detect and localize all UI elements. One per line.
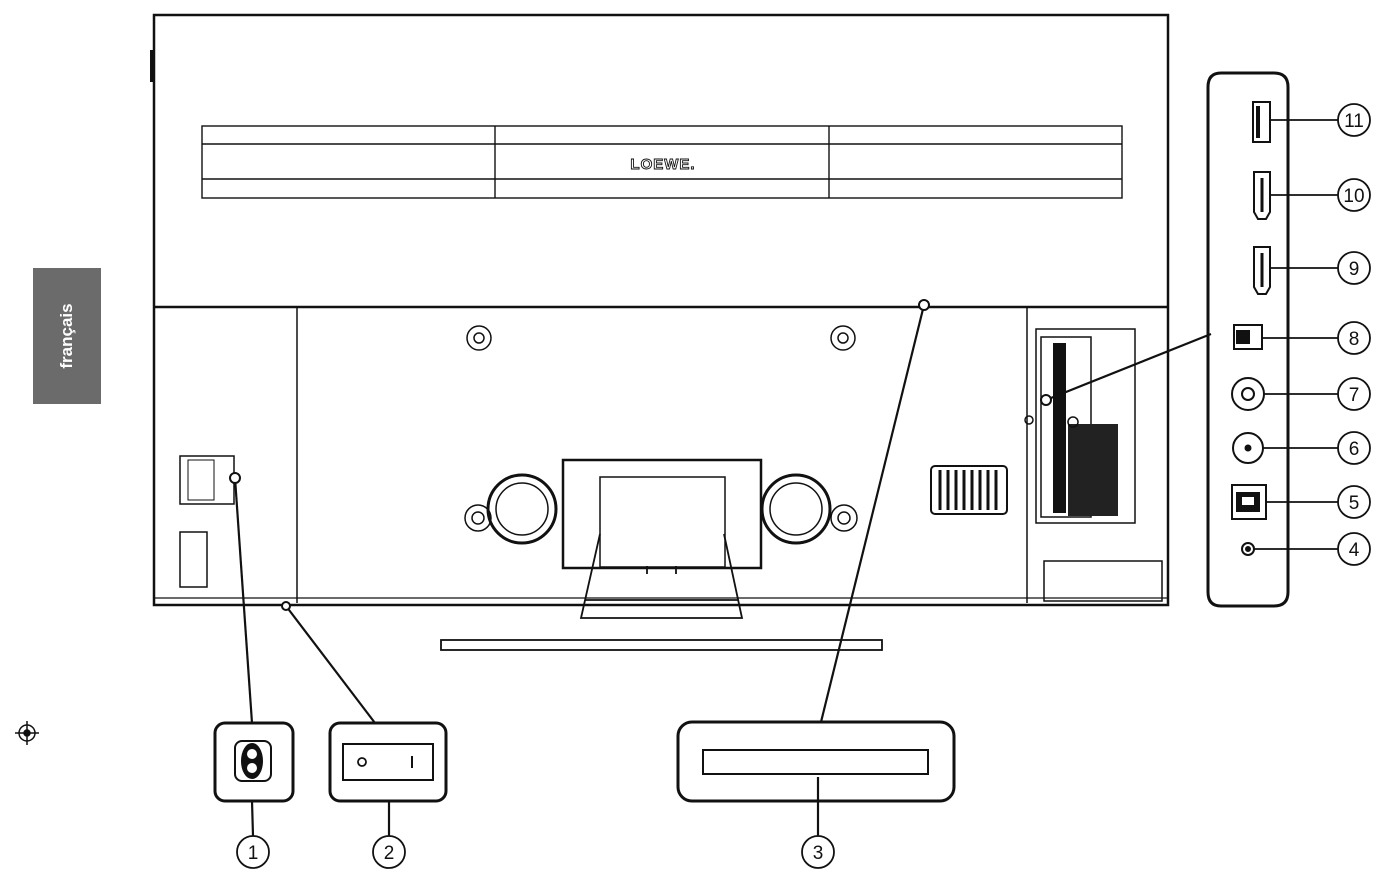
- leader-lines: [233, 304, 1212, 837]
- callout-8: 8: [1349, 329, 1360, 350]
- callout-10: 10: [1343, 186, 1364, 207]
- tv-back: [152, 13, 1170, 607]
- callout-2: 2: [384, 843, 395, 864]
- round-vents: [486, 473, 832, 545]
- callout-4: 4: [1349, 540, 1360, 561]
- side-connector-panel: [1206, 71, 1290, 608]
- card-slot-detail: [676, 720, 956, 803]
- language-tab: français: [33, 268, 101, 404]
- grille-vent: [930, 465, 1008, 515]
- mount-screws: [464, 325, 858, 532]
- callout-6: 6: [1349, 439, 1360, 460]
- brand-logo: LOEWE.: [630, 156, 695, 173]
- speaker-bar: [201, 125, 1123, 199]
- registration-mark-icon: [15, 721, 39, 745]
- right-callout-leaders: [1254, 119, 1338, 550]
- callout-7: 7: [1349, 385, 1360, 406]
- callout-1: 1: [248, 843, 259, 864]
- callout-9: 9: [1349, 259, 1360, 280]
- callout-11: 11: [1344, 111, 1364, 132]
- tv-stand: [440, 458, 883, 651]
- callout-5: 5: [1349, 493, 1360, 514]
- connection-panel: [1024, 328, 1163, 602]
- power-inlet-area: [179, 455, 235, 588]
- callout-circles: [236, 103, 1371, 869]
- edge-mark: [150, 50, 153, 82]
- power-socket-detail: [213, 721, 295, 803]
- power-switch-detail: [328, 721, 448, 803]
- callout-3: 3: [813, 843, 824, 864]
